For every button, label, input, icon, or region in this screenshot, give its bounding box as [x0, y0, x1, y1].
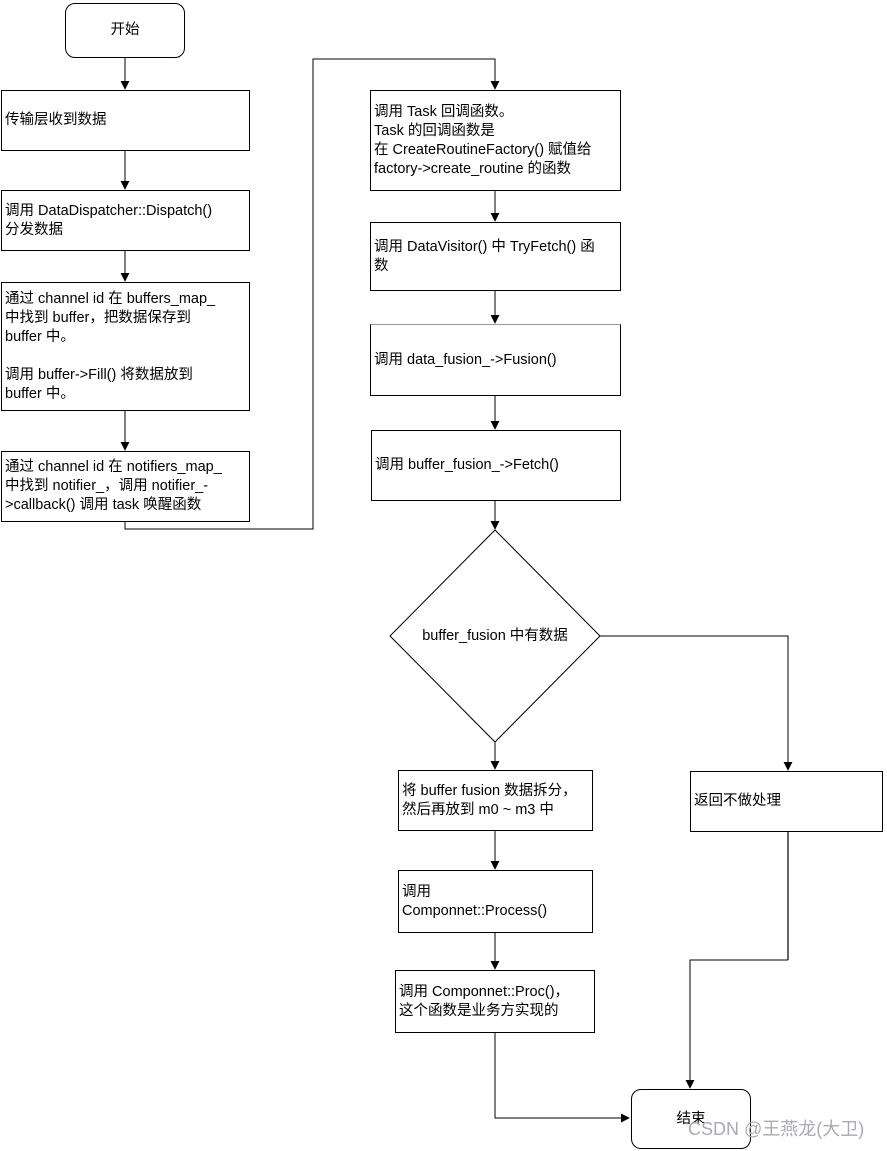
node-task-callback: 调用 Task 回调函数。 Task 的回调函数是 在 CreateRoutin… [370, 90, 621, 191]
edge-decision-to-no-op [600, 635, 793, 771]
edge-proc-to-end [494, 1032, 630, 1123]
node-componnet-process: 调用 Componnet::Process() [398, 870, 593, 933]
decision-diamond-shape [389, 529, 601, 743]
node-split-buffer-fusion: 将 buffer fusion 数据拆分， 然后再放到 m0 ~ m3 中 [398, 770, 593, 831]
node-dispatch: 调用 DataDispatcher::Dispatch() 分发数据 [1, 190, 250, 251]
edge-no-op-to-end [685, 959, 788, 1089]
node-buffer-fusion-fetch: 调用 buffer_fusion_->Fetch() [371, 430, 621, 501]
node-datavisitor-tryfetch: 调用 DataVisitor() 中 TryFetch() 函 数 [370, 222, 621, 291]
node-return-no-op: 返回不做处理 [690, 771, 883, 832]
node-transport-receive: 传输层收到数据 [1, 90, 250, 151]
node-componnet-proc: 调用 Componnet::Proc()， 这个函数是业务方实现的 [395, 970, 595, 1033]
node-notifiers-map: 通过 channel id 在 notifiers_map_ 中找到 notif… [1, 451, 250, 522]
node-data-fusion: 调用 data_fusion_->Fusion() [370, 324, 621, 396]
edge-notifiers-to-task-callback [124, 58, 500, 530]
watermark-text: CSDN @王燕龙(大卫) [688, 1119, 865, 1139]
node-start: 开始 [65, 3, 185, 58]
node-end: 结束 [631, 1089, 751, 1149]
decision-buffer-fusion-has-data-label: buffer_fusion 中有数据 [422, 627, 568, 644]
node-buffers-map: 通过 channel id 在 buffers_map_ 中找到 buffer，… [1, 282, 250, 411]
